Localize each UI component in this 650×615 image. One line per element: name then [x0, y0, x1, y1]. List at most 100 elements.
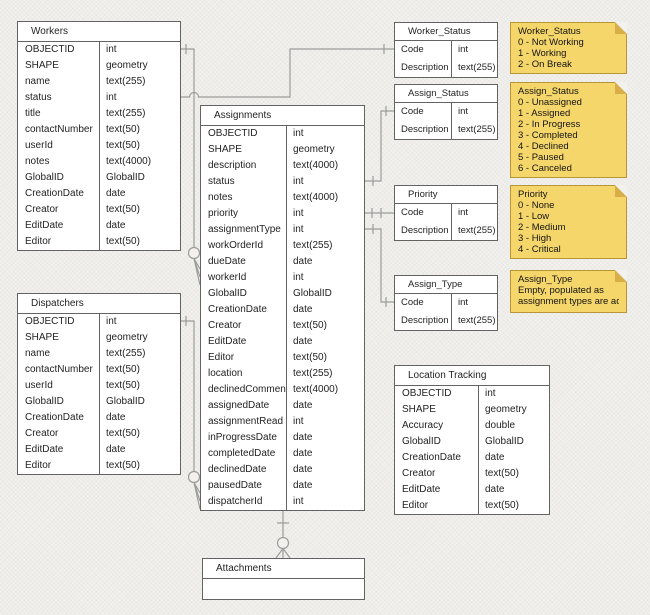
- field-name: SHAPE: [402, 404, 436, 415]
- rel-assignments-assign-type: [365, 224, 394, 307]
- rel-workers-worker-status: [180, 44, 394, 98]
- field-type: text(50): [99, 234, 180, 250]
- field-name: description: [208, 160, 257, 171]
- field-name: userId: [25, 380, 53, 391]
- field-type: geometry: [99, 58, 180, 74]
- table-row: userId text(50): [18, 378, 180, 394]
- field-name: CreationDate: [208, 304, 267, 315]
- field-type: int: [99, 314, 180, 330]
- note-title: Worker_Status: [518, 26, 581, 37]
- field-type: text(50): [99, 202, 180, 218]
- crow-foot: [275, 548, 291, 559]
- field-type: text(50): [99, 138, 180, 154]
- field-name: EditDate: [402, 484, 441, 495]
- rel-dispatchers-assignments: [180, 316, 201, 510]
- field-name: pausedDate: [208, 480, 262, 491]
- table-title: Location Tracking: [395, 366, 549, 386]
- field-name: GlobalID: [402, 436, 441, 447]
- note-line: 2 - On Break: [518, 59, 572, 70]
- field-type: text(255): [451, 121, 497, 139]
- field-type: text(255): [99, 346, 180, 362]
- note-line: assignment types are added: [518, 296, 619, 307]
- field-type: int: [286, 222, 364, 238]
- field-name: name: [25, 76, 51, 87]
- field-type: text(255): [99, 74, 180, 90]
- field-type: text(50): [99, 362, 180, 378]
- note-line: 0 - Unassigned: [518, 97, 582, 108]
- table-title: Assign_Status: [395, 85, 497, 103]
- table-row: OBJECTID int: [395, 386, 549, 402]
- field-type: text(50): [99, 378, 180, 394]
- field-type: int: [286, 174, 364, 190]
- field-type: date: [478, 450, 549, 466]
- field-name: OBJECTID: [402, 388, 452, 399]
- table-row: name text(255): [18, 74, 180, 90]
- field-name: status: [208, 176, 235, 187]
- field-type: text(4000): [286, 382, 364, 398]
- field-type: text(50): [99, 458, 180, 474]
- field-name: CreationDate: [25, 188, 84, 199]
- field-name: title: [25, 108, 41, 119]
- field-type: date: [286, 430, 364, 446]
- note-title: Assign_Status: [518, 86, 579, 97]
- field-name: Code: [401, 44, 424, 55]
- field-name: Editor: [208, 352, 235, 363]
- field-name: OBJECTID: [25, 316, 75, 327]
- field-type: text(255): [451, 59, 497, 77]
- table-title: Priority: [395, 186, 497, 204]
- field-name: GlobalID: [25, 172, 64, 183]
- rel-workers-assignments: [180, 44, 201, 286]
- field-name: dispatcherId: [208, 496, 263, 507]
- table-title: Dispatchers: [18, 294, 180, 314]
- field-name: Code: [401, 207, 424, 218]
- field-type: text(255): [99, 106, 180, 122]
- field-name: Accuracy: [402, 420, 444, 431]
- field-type: date: [286, 446, 364, 462]
- field-name: Editor: [402, 500, 429, 511]
- field-type: text(50): [478, 498, 549, 514]
- rel-assignments-assign-status: [365, 106, 394, 186]
- field-name: contactNumber: [25, 364, 93, 375]
- field-name: Creator: [402, 468, 436, 479]
- field-type: int: [286, 414, 364, 430]
- field-name: Editor: [25, 236, 52, 247]
- field-type: int: [99, 90, 180, 106]
- note-line: 1 - Working: [518, 48, 567, 59]
- field-type: GlobalID: [99, 394, 180, 410]
- field-type: text(50): [99, 426, 180, 442]
- field-name: notes: [25, 156, 50, 167]
- field-type: date: [99, 218, 180, 234]
- field-name: CreationDate: [25, 412, 84, 423]
- field-name: Description: [401, 62, 449, 73]
- note-line: 1 - Assigned: [518, 108, 571, 119]
- field-type: int: [478, 386, 549, 402]
